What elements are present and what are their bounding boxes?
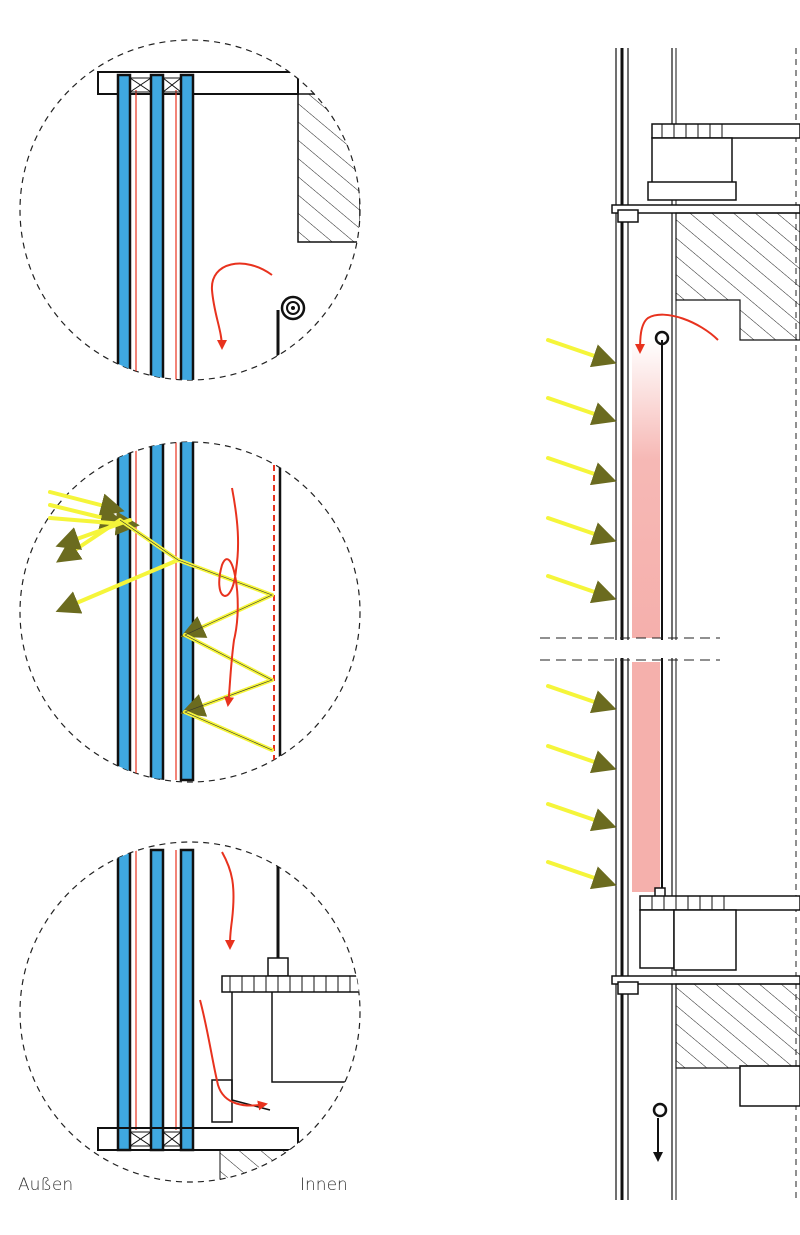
sun-ray-outlines [119, 519, 273, 751]
air-flow-arrow [210, 262, 273, 350]
facade-section [540, 48, 800, 1200]
slab-bottom [675, 983, 800, 1069]
detail-circle-top [19, 39, 361, 381]
air-flow-arrow-down [221, 851, 236, 950]
blind-roll-icon [652, 1102, 668, 1118]
air-flow-loop [218, 487, 240, 707]
label-outside: Außen [18, 1175, 74, 1195]
blind-roll-icon [280, 295, 306, 321]
detail-circle-bottom [19, 841, 361, 1183]
air-flow-arrow-out [199, 999, 268, 1111]
detail-circle-middle [19, 441, 361, 783]
label-inside: Innen [300, 1175, 348, 1195]
warm-air-zone-upper [632, 340, 660, 638]
air-flow-arrow [635, 313, 719, 354]
warm-air-zone-lower [632, 662, 660, 892]
sun-rays-section [546, 338, 617, 890]
slab-top [675, 212, 800, 341]
